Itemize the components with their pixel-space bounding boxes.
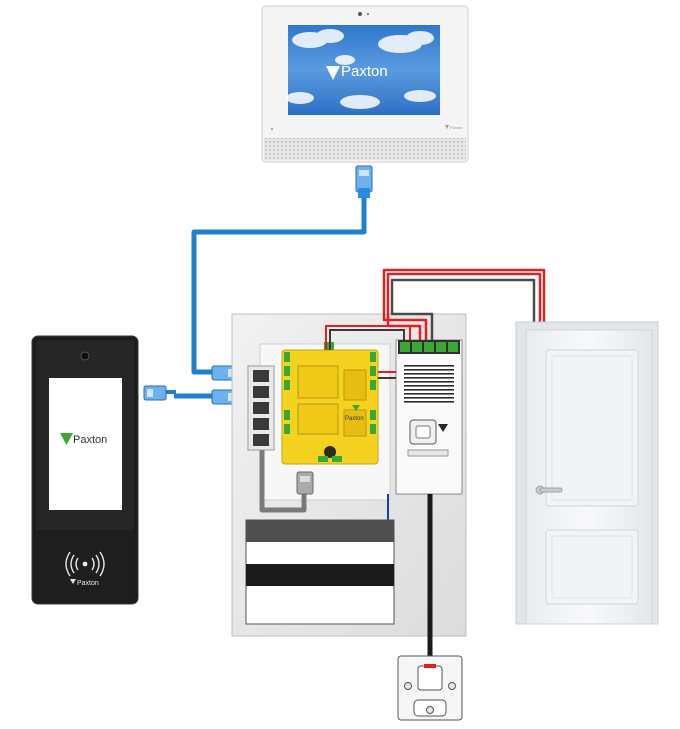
- door: [515, 321, 659, 625]
- monitor-badge-text: Paxton: [450, 125, 462, 130]
- door-station: Paxton Paxton: [31, 335, 139, 605]
- indoor-monitor: Paxton Paxton: [261, 5, 469, 163]
- psu-terminals: [398, 340, 460, 354]
- mains-fused-spur: [397, 655, 463, 721]
- screw-icon: [426, 706, 434, 714]
- backup-battery: [245, 519, 395, 625]
- monitor-grille: [264, 138, 466, 160]
- switch-port: [253, 418, 269, 430]
- paxton-triangle-icon: [70, 579, 76, 584]
- screw-icon: [448, 682, 456, 690]
- lock-wires: [382, 268, 546, 340]
- station-screen: [49, 378, 122, 510]
- door-lower-panel: [545, 529, 639, 605]
- rj45-plug-icon: [296, 471, 314, 495]
- paxton-triangle-icon: [60, 433, 73, 445]
- monitor-brand-text: Paxton: [341, 63, 388, 80]
- psu-body: [395, 339, 463, 495]
- power-supply: [395, 339, 463, 495]
- rfid-wave-icon: [65, 551, 105, 577]
- paxton-triangle-icon: [326, 66, 340, 80]
- spur-indicator: [424, 664, 436, 668]
- station-brand-text: Paxton: [73, 434, 107, 446]
- door-handle-icon: [535, 485, 563, 495]
- switch-port: [253, 370, 269, 382]
- lock-power-wire-2: [382, 268, 546, 340]
- monitor-network-cable: [191, 198, 367, 375]
- switch-port: [253, 434, 269, 446]
- paxton-triangle-icon: [445, 125, 449, 129]
- screw-icon: [404, 682, 412, 690]
- internal-wires: [325, 325, 411, 520]
- controller-patch-cable: [259, 450, 307, 513]
- rj45-plug-icon: [355, 165, 373, 198]
- switch-port: [253, 402, 269, 414]
- psu-vents: [404, 364, 454, 404]
- reader-brand-text: Paxton: [77, 580, 99, 587]
- cloud-shapes: [286, 29, 436, 109]
- switch-port: [253, 386, 269, 398]
- monitor-camera-icon: [358, 12, 362, 16]
- terminal-blocks: [284, 342, 376, 462]
- lock-signal-wire: [390, 278, 536, 340]
- paxton-triangle-icon: [352, 405, 360, 411]
- door-upper-panel: [545, 349, 639, 507]
- triangle-down-icon: [438, 424, 448, 432]
- access-controller: Paxton: [281, 342, 379, 465]
- network-switch: [247, 365, 275, 451]
- station-camera-icon: [80, 351, 90, 361]
- lock-power-wire: [386, 272, 542, 340]
- controller-brand-text: Paxton: [345, 416, 364, 422]
- rj45-plug-icon: [143, 385, 167, 401]
